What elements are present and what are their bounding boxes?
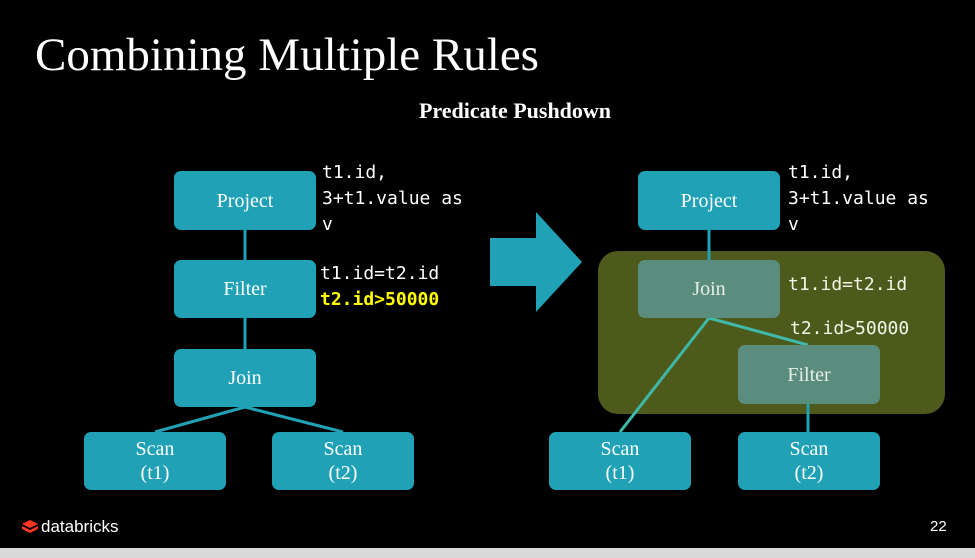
- scan-t1-node-after: Scan (t1): [549, 432, 691, 490]
- edge-join-scan1-after: [618, 317, 711, 433]
- databricks-logo-text: databricks: [41, 517, 119, 536]
- expr-line: 3+t1.value as: [788, 188, 929, 209]
- slide-subtitle: Predicate Pushdown: [418, 98, 612, 123]
- databricks-logo-icon: [22, 520, 38, 533]
- table-label: (t1): [605, 462, 635, 484]
- bottom-strip: [0, 548, 975, 558]
- scan-t1-node-before: Scan (t1): [84, 432, 226, 490]
- filter-label-before: Filter: [223, 278, 267, 300]
- filter-node-after: Filter: [738, 345, 880, 404]
- databricks-logo: databricks: [22, 517, 118, 537]
- scan-t2-node-before: Scan (t2): [272, 432, 414, 490]
- filter-expression-highlight: t2.id>50000: [320, 289, 440, 310]
- table-label: (t2): [328, 462, 358, 484]
- edge-join-filter-after: [708, 316, 809, 347]
- expr-line: t1.id,: [322, 162, 388, 183]
- join-node-after: Join: [638, 260, 780, 318]
- scan-label: Scan: [600, 438, 640, 460]
- project-node-before: Project: [174, 171, 316, 230]
- filter-node-before: Filter: [174, 260, 316, 318]
- table-label: (t2): [794, 462, 824, 484]
- page-number: 22: [930, 518, 947, 535]
- expr-line: v: [788, 214, 799, 235]
- filter-expression-after: t2.id>50000: [790, 318, 910, 339]
- project-expression-before: t1.id, 3+t1.value as v: [322, 160, 463, 238]
- project-node-after: Project: [638, 171, 780, 230]
- slide-title: Combining Multiple Rules: [35, 29, 539, 81]
- expr-line: 3+t1.value as: [322, 188, 463, 209]
- join-expression-after: t1.id=t2.id: [788, 274, 908, 295]
- project-expression-after: t1.id, 3+t1.value as v: [788, 160, 929, 238]
- filter-expression-before: t1.id=t2.id: [320, 263, 440, 284]
- join-label-after: Join: [692, 278, 726, 300]
- scan-label: Scan: [135, 438, 175, 460]
- edge-join-scan2-before: [244, 405, 344, 434]
- scan-label: Scan: [789, 438, 829, 460]
- scan-label: Scan: [323, 438, 363, 460]
- edge-join-scan1-before: [154, 405, 246, 434]
- expr-line: v: [322, 214, 333, 235]
- project-label-after: Project: [680, 189, 738, 212]
- right-arrow-icon: [490, 212, 582, 312]
- scan-t2-node-after: Scan (t2): [738, 432, 880, 490]
- expr-line: t1.id,: [788, 162, 854, 183]
- join-node-before: Join: [174, 349, 316, 407]
- project-label-before: Project: [216, 189, 274, 212]
- filter-label-after: Filter: [787, 363, 831, 386]
- table-label: (t1): [140, 462, 170, 484]
- join-label-before: Join: [228, 367, 262, 389]
